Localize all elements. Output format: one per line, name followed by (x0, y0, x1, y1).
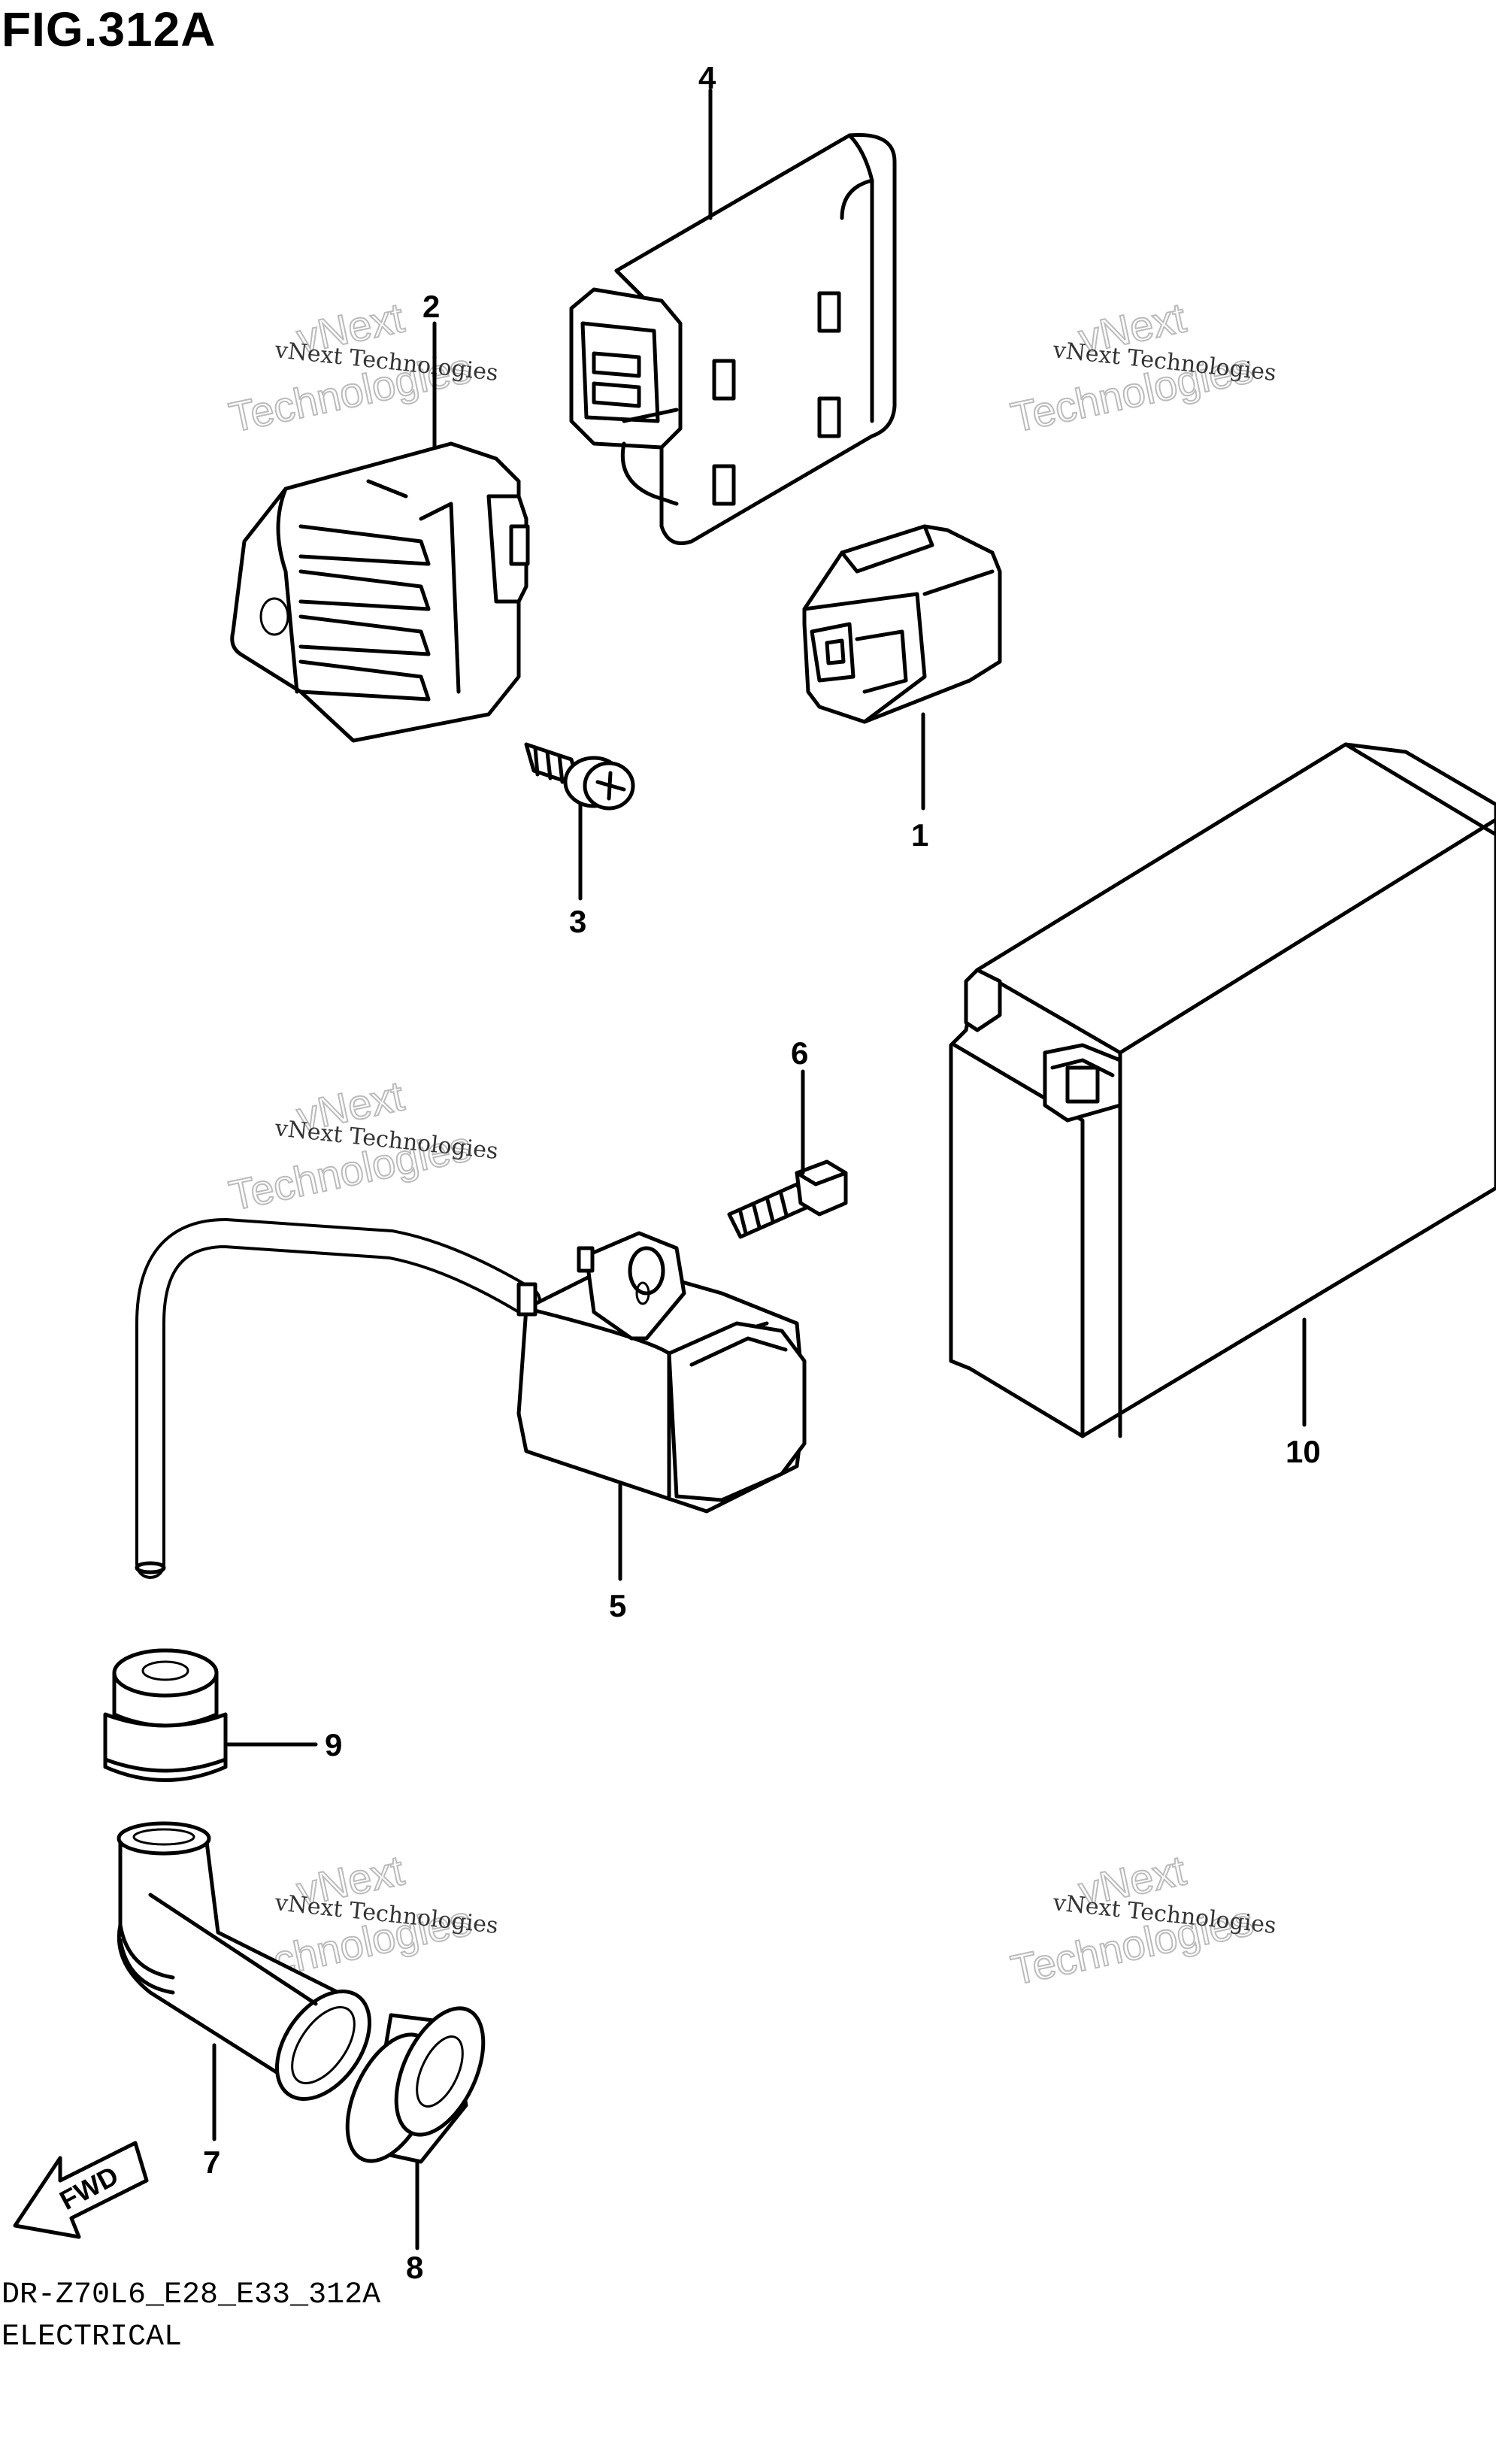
part-5-relay-with-lead[interactable] (135, 1218, 807, 1579)
watermark-top-left: Technologies vNext vNext Technologies (224, 292, 499, 441)
leader-lines (212, 88, 1307, 2250)
part-9-grommet[interactable] (103, 1648, 228, 1782)
callout-6: 6 (791, 1035, 808, 1071)
figure-code: DR-Z70L6_E28_E33_312A (2, 2278, 381, 2312)
part-6-bolt[interactable] (727, 1159, 848, 1239)
callout-9: 9 (325, 1727, 342, 1762)
watermark-bottom-right: Technologies vNext vNext Technologies (1006, 1845, 1277, 1994)
watermark-mid-left: Technologies vNext vNext Technologies (224, 1071, 499, 1220)
watermark-top-right: Technologies vNext vNext Technologies (1006, 292, 1277, 441)
part-2-regulator-rectifier[interactable] (230, 441, 530, 743)
callout-8: 8 (406, 2250, 423, 2285)
callout-5: 5 (609, 1588, 626, 1623)
fwd-arrow: FWD (13, 2141, 149, 2239)
callout-4: 4 (698, 60, 716, 95)
figure-title: FIG.312A (2, 2, 217, 56)
callout-10: 10 (1286, 1434, 1321, 1469)
part-7-plug-cap[interactable] (117, 1821, 389, 2116)
part-8-seal[interactable] (329, 1995, 501, 2175)
callout-7: 7 (203, 2144, 220, 2180)
part-3-screw[interactable] (524, 742, 635, 811)
part-4-cdi-unit[interactable] (569, 132, 897, 545)
section-title: ELECTRICAL (2, 2320, 183, 2354)
part-10-battery[interactable] (949, 742, 1496, 1438)
callout-3: 3 (569, 904, 586, 939)
part-1-connector[interactable] (802, 524, 1002, 724)
callout-2: 2 (422, 289, 440, 324)
callout-1: 1 (911, 817, 928, 853)
